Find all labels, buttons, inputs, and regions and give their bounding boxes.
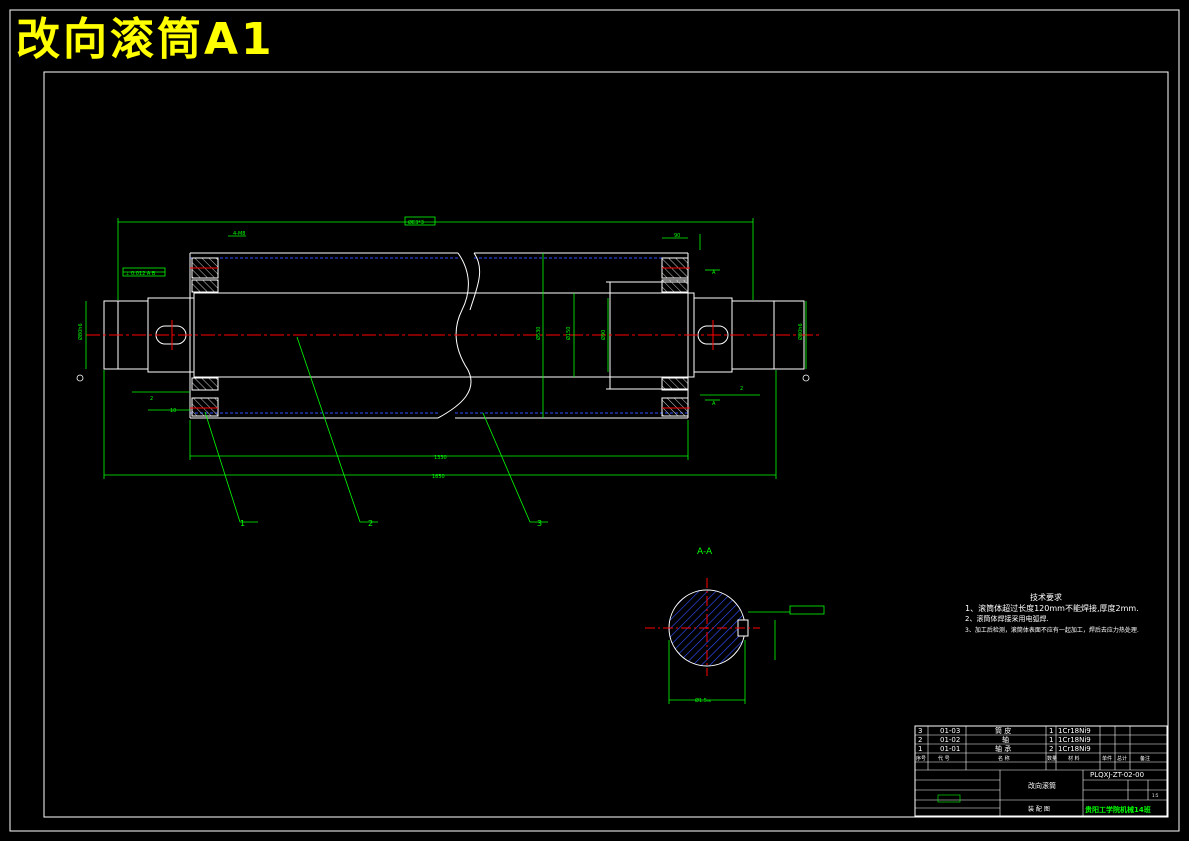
hdr-material: 材 料 — [1068, 755, 1080, 762]
part-name-1: 轴 承 — [995, 744, 1011, 753]
section-view: A-A Ø1.5ₙ₆ — [645, 547, 825, 704]
svg-text:10: 10 — [170, 408, 176, 414]
svg-text:90: 90 — [674, 233, 680, 239]
part-no-1: 1 — [918, 745, 922, 753]
part-code-1: 01-01 — [940, 745, 960, 753]
tech-heading: 技术要求 — [1030, 592, 1062, 602]
svg-text:Ø80h6: Ø80h6 — [797, 323, 804, 340]
balloon-3: 3 — [537, 519, 542, 528]
hdr-total: 总计 — [1117, 755, 1127, 762]
svg-text:Ø1.5ₙ₆: Ø1.5ₙ₆ — [695, 697, 711, 704]
hdr-remark: 备注 — [1140, 755, 1150, 762]
school-name: 贵阳工学院机械14班 — [1085, 805, 1151, 814]
svg-text:Ø90: Ø90 — [600, 330, 607, 340]
title-block: 3 01-03 筒 皮 1 1Cr18Ni9 2 01-02 轴 1 1Cr18… — [914, 725, 1168, 817]
svg-text:1650: 1650 — [432, 474, 445, 480]
svg-text:⊥ 0.012 A B: ⊥ 0.012 A B — [125, 271, 156, 277]
part-qty-3: 1 — [1049, 727, 1053, 735]
part-name-2: 轴 — [1002, 735, 1009, 744]
hdr-code: 代 号 — [938, 755, 950, 762]
svg-text:1330: 1330 — [434, 455, 447, 461]
hdr-name: 名 称 — [998, 755, 1010, 762]
tech-item-1: 1、滚筒体超过长度120mm不能焊接,厚度2mm. — [965, 603, 1139, 613]
drawing-name: 改向滚筒 — [1028, 781, 1056, 790]
svg-text:4-M8: 4-M8 — [233, 231, 245, 237]
svg-text:2: 2 — [150, 396, 153, 402]
hdr-qty: 数量 — [1047, 755, 1057, 762]
drawing-title: 改向滚筒A1 — [16, 14, 275, 65]
svg-text:Ø80h6: Ø80h6 — [77, 323, 84, 340]
outer-frame — [9, 9, 1180, 832]
svg-text:2: 2 — [740, 386, 743, 392]
hdr-no: 序号 — [916, 755, 926, 762]
part-code-3: 01-03 — [940, 727, 960, 735]
tech-requirements: 技术要求 1、滚筒体超过长度120mm不能焊接,厚度2mm. 2、滚筒体焊接采用… — [965, 592, 1139, 634]
svg-text:ØE3*3: ØE3*3 — [408, 219, 424, 226]
svg-text:A: A — [712, 270, 716, 276]
part-name-3: 筒 皮 — [995, 726, 1011, 735]
svg-text:Ø150: Ø150 — [565, 327, 572, 340]
tech-item-3: 3、加工后检测，滚筒体表面不应有一起加工，焊后去应力热处理. — [965, 626, 1139, 634]
part-qty-2: 1 — [1049, 736, 1053, 744]
part-no-2: 2 — [918, 736, 922, 744]
part-material-2: 1Cr18Ni9 — [1058, 736, 1091, 744]
tech-item-2: 2、滚筒体焊接采用电弧焊. — [965, 614, 1049, 623]
part-qty-1: 2 — [1049, 745, 1053, 753]
inner-frame — [43, 71, 1169, 818]
svg-text:A: A — [712, 401, 716, 407]
main-view: ØE3*3 1330 1650 4-M8 ⊥ 0.012 A B A A Ø53… — [76, 216, 820, 528]
section-label: A-A — [697, 547, 713, 557]
balloon-1: 1 — [240, 519, 245, 528]
part-code-2: 01-02 — [940, 736, 960, 744]
part-material-3: 1Cr18Ni9 — [1058, 727, 1091, 735]
sheet-type: 装 配 图 — [1028, 805, 1050, 813]
scale: 1:5 — [1152, 793, 1159, 798]
part-material-1: 1Cr18Ni9 — [1058, 745, 1091, 753]
drawing-number: PLQXJ-ZT-02-00 — [1090, 771, 1144, 779]
part-no-3: 3 — [918, 727, 922, 735]
balloon-2: 2 — [368, 519, 373, 528]
svg-text:Ø530: Ø530 — [535, 327, 542, 340]
hdr-unit: 单件 — [1102, 755, 1112, 762]
